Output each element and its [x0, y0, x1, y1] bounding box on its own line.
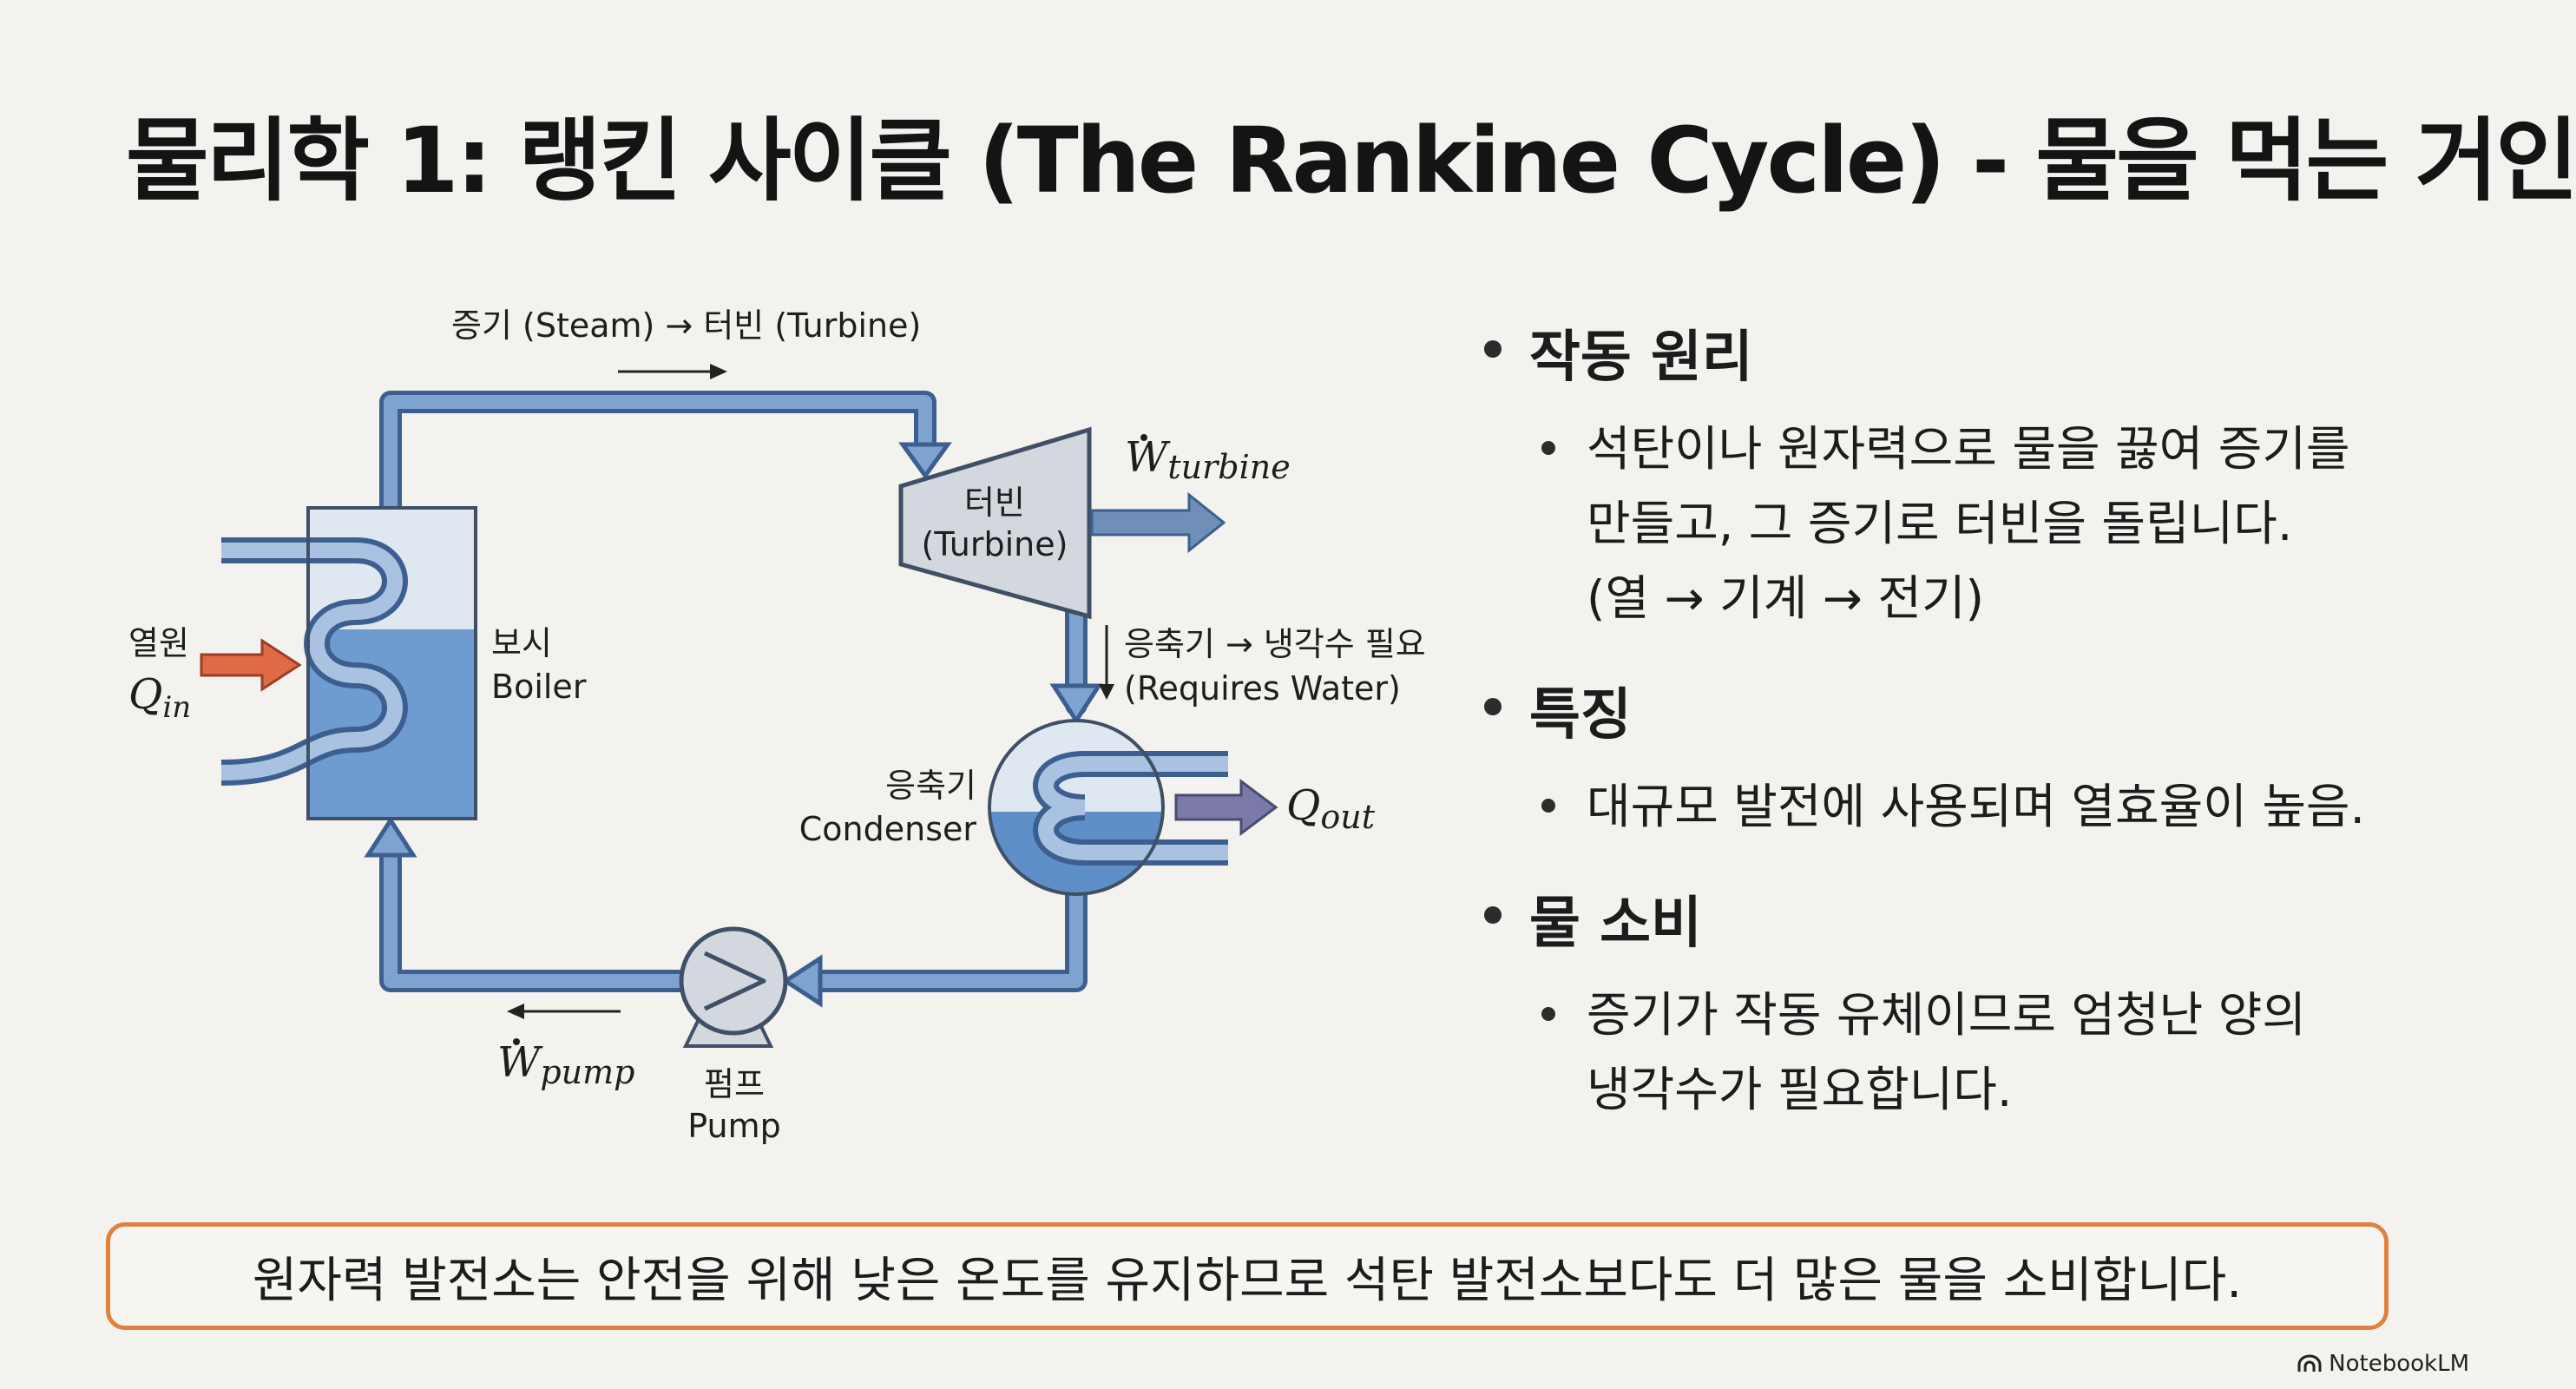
heat-source-label: 열원	[128, 624, 189, 662]
q-out-symbol: Qout	[1286, 781, 1376, 836]
flow-arrow-into-condenser-icon	[1049, 683, 1103, 725]
flow-arrow-into-pump-icon	[781, 954, 823, 1008]
condenser-label-en: Condenser	[799, 810, 977, 848]
boiler	[220, 506, 477, 820]
w-turbine-dot	[1140, 434, 1147, 441]
condenser-label-ko: 응축기	[885, 767, 976, 805]
bullet-line: 대규모 발전에 사용되며 열효율이 높음.	[1587, 779, 2366, 834]
steam-direction-arrowhead-icon	[710, 364, 727, 379]
bullet-item-features: 대규모 발전에 사용되며 열효율이 높음.	[1475, 769, 2456, 844]
turbine-label-ko: 터빈	[964, 484, 1025, 522]
bullet-heading-principle: 작동 원리	[1475, 313, 2456, 392]
rankine-cycle-diagram: 증기 (Steam) → 터빈 (Turbine) 보시 Boiler 열원 Q…	[128, 306, 1426, 1145]
brand-label: NotebookLM	[2329, 1351, 2469, 1377]
condenser-need-arrowhead-icon	[1099, 684, 1114, 700]
pump-work-arrowhead-icon	[507, 1004, 524, 1019]
bullet-line: 만들고, 그 증기로 터빈을 돌립니다.	[1587, 496, 2293, 551]
pump	[679, 926, 788, 1048]
work-turbine-arrow-icon	[1090, 491, 1226, 554]
page-title: 물리학 1: 랭킨 사이클 (The Rankine Cycle) - 물을 먹…	[126, 108, 2576, 214]
condenser-need-label-ko: 응축기 → 냉각수 필요	[1124, 625, 1426, 663]
boiler-label-ko: 보시	[491, 624, 552, 662]
bullet-heading-features: 특징	[1475, 670, 2456, 750]
flow-arrow-into-boiler-icon	[364, 816, 417, 858]
bullet-item-principle: 석탄이나 원자력으로 물을 끓여 증기를 만들고, 그 증기로 터빈을 돌립니다…	[1475, 411, 2456, 635]
bullet-item-water: 증기가 작동 유체이므로 엄청난 양의 냉각수가 필요합니다.	[1475, 978, 2456, 1127]
callout-box: 원자력 발전소는 안전을 위해 낮은 온도를 유지하므로 석탄 발전소보다도 더…	[106, 1222, 2389, 1330]
bullet-line: (열 → 기계 → 전기)	[1587, 570, 1985, 626]
bullet-line: 냉각수가 필요합니다.	[1587, 1062, 2013, 1117]
callout-text: 원자력 발전소는 안전을 위해 낮은 온도를 유지하므로 석탄 발전소보다도 더…	[252, 1252, 2243, 1309]
flow-arrow-into-turbine-icon	[898, 442, 952, 480]
heat-output-arrow-icon	[1174, 779, 1278, 836]
turbine	[898, 426, 1092, 620]
q-in-symbol: Qin	[128, 670, 191, 725]
heat-input-arrow-icon	[200, 638, 302, 692]
notebooklm-logo-icon	[2297, 1354, 2322, 1372]
bullet-line: 석탄이나 원자력으로 물을 끓여 증기를	[1587, 421, 2350, 477]
bullet-heading-water: 물 소비	[1475, 879, 2456, 958]
boiler-label-en: Boiler	[491, 668, 587, 706]
steam-flow-label: 증기 (Steam) → 터빈 (Turbine)	[451, 306, 921, 345]
bullet-line: 증기가 작동 유체이므로 엄청난 양의	[1587, 987, 2306, 1043]
notebooklm-brand: NotebookLM	[2297, 1351, 2469, 1377]
bullet-list: 작동 원리 석탄이나 원자력으로 물을 끓여 증기를 만들고, 그 증기로 터빈…	[1475, 313, 2456, 1162]
w-turbine-symbol: Wturbine	[1125, 433, 1291, 486]
w-pump-dot	[513, 1038, 520, 1045]
turbine-label-en: (Turbine)	[922, 525, 1068, 563]
pipe-loop	[379, 391, 1088, 992]
pump-label-en: Pump	[687, 1107, 780, 1145]
w-pump-symbol: Wpump	[497, 1038, 635, 1091]
condenser-need-label-en: (Requires Water)	[1124, 669, 1401, 708]
pump-label-ko: 펌프	[704, 1065, 765, 1103]
